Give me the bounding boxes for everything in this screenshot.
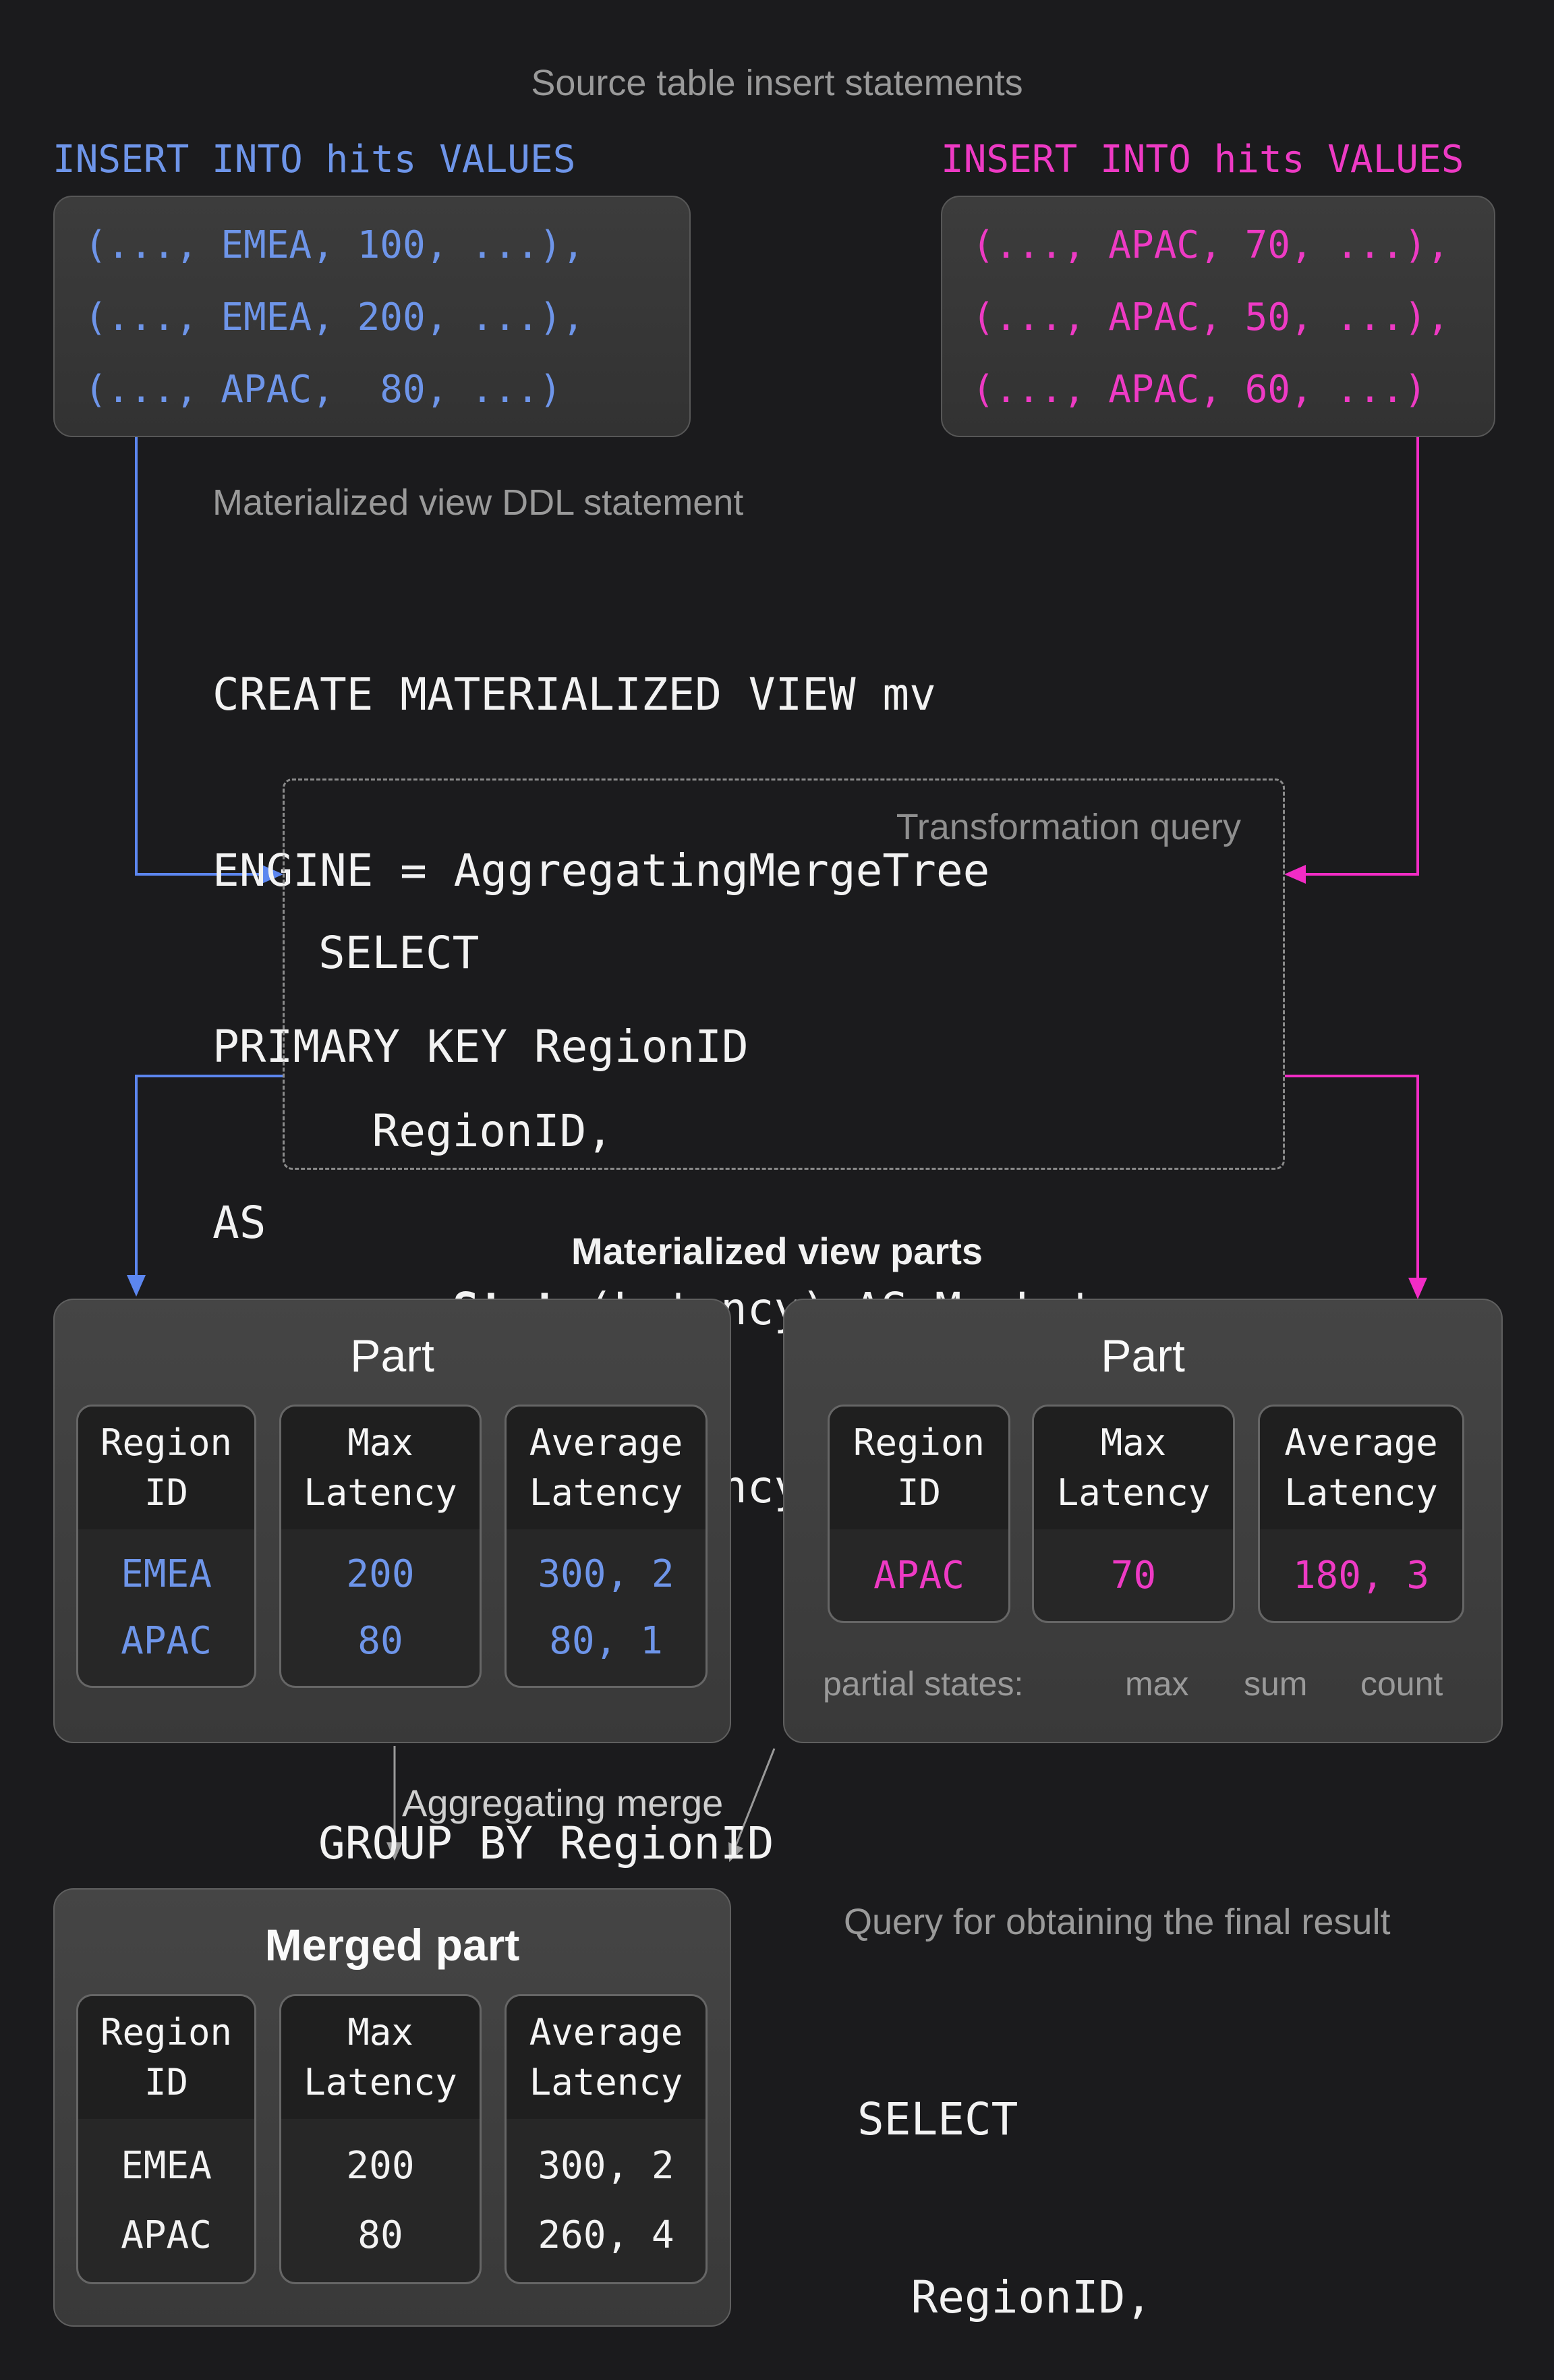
cell-value: 260, 4 <box>538 2213 674 2257</box>
insert-statement-right: INSERT INTO hits VALUES <box>941 138 1464 181</box>
insert-row: (..., APAC, 50, ...), <box>972 295 1450 339</box>
column-max-latency: Max Latency 70 <box>1032 1405 1235 1623</box>
column-average-latency: Average Latency 300, 2 260, 4 <box>505 1994 708 2284</box>
cell-value: 70 <box>1110 1553 1157 1597</box>
code-line: ENGINE = AggregatingMergeTree <box>212 845 990 897</box>
cell-value: 80 <box>357 2213 403 2257</box>
cell-value: 180, 3 <box>1292 1553 1430 1597</box>
insert-row: (..., APAC, 70, ...), <box>972 223 1450 267</box>
column-values: APAC <box>830 1529 1008 1621</box>
insert-row: (..., EMEA, 200, ...), <box>84 295 585 339</box>
column-header: Average Latency <box>1260 1407 1462 1529</box>
column-region-id: Region ID APAC <box>828 1405 1010 1623</box>
section-title-ddl: Materialized view DDL statement <box>212 482 744 523</box>
column-header: Region ID <box>78 1407 254 1529</box>
cell-value: APAC <box>121 1619 212 1663</box>
code-line: CREATE MATERIALIZED VIEW mv <box>212 669 936 720</box>
column-values: 180, 3 <box>1260 1529 1462 1621</box>
partial-state-count: count <box>1360 1665 1443 1703</box>
cell-value: APAC <box>873 1553 965 1597</box>
section-title-source-inserts: Source table insert statements <box>531 63 1023 103</box>
column-region-id: Region ID EMEA APAC <box>76 1405 256 1688</box>
column-header: Max Latency <box>281 1407 480 1529</box>
column-values: 300, 2 80, 1 <box>507 1529 706 1686</box>
cell-value: 300, 2 <box>538 1552 674 1596</box>
column-header: Average Latency <box>507 1996 706 2119</box>
cell-value: 80, 1 <box>549 1619 663 1663</box>
column-values: 300, 2 260, 4 <box>507 2119 706 2282</box>
column-values: 70 <box>1034 1529 1233 1621</box>
partial-states-label: partial states: <box>823 1665 1024 1703</box>
code-line: RegionID, <box>857 2271 1153 2323</box>
merged-part-box: Merged part Region ID EMEA APAC Max Late… <box>53 1888 731 2327</box>
column-values: EMEA APAC <box>78 1529 254 1686</box>
column-header: Region ID <box>830 1407 1008 1529</box>
column-region-id: Region ID EMEA APAC <box>76 1994 256 2284</box>
code-line: RegionID, <box>318 1105 614 1157</box>
code-line: AS <box>212 1197 266 1249</box>
final-query-label: Query for obtaining the final result <box>844 1902 1391 1942</box>
part-box-right: Part Region ID APAC Max Latency 70 Avera… <box>783 1299 1503 1743</box>
column-values: 200 80 <box>281 1529 480 1686</box>
column-header: Max Latency <box>1034 1407 1233 1529</box>
cell-value: 200 <box>346 1552 415 1596</box>
insert-values-box-right: (..., APAC, 70, ...), (..., APAC, 50, ..… <box>941 196 1495 437</box>
insert-statement-left: INSERT INTO hits VALUES <box>53 138 576 181</box>
column-header: Region ID <box>78 1996 254 2119</box>
cell-value: EMEA <box>121 2144 212 2188</box>
column-max-latency: Max Latency 200 80 <box>279 1405 482 1688</box>
part-title: Part <box>1101 1330 1185 1382</box>
transformation-query-box: Transformation query SELECT RegionID, ma… <box>283 778 1285 1869</box>
section-title-mv-parts: Materialized view parts <box>571 1230 983 1272</box>
aggregating-merge-label: Aggregating merge <box>402 1782 724 1824</box>
cell-value: 200 <box>346 2144 415 2188</box>
cell-value: 80 <box>357 1619 403 1663</box>
column-average-latency: Average Latency 180, 3 <box>1258 1405 1464 1623</box>
insert-row: (..., APAC, 80, ...) <box>84 368 563 412</box>
insert-row: (..., EMEA, 100, ...), <box>84 223 585 267</box>
column-values: 200 80 <box>281 2119 480 2282</box>
code-line: GROUP BY RegionID <box>318 1817 774 1869</box>
insert-row: (..., APAC, 60, ...) <box>972 368 1427 412</box>
column-average-latency: Average Latency 300, 2 80, 1 <box>505 1405 708 1688</box>
code-line: SELECT <box>318 927 480 979</box>
transformation-query-label: Transformation query <box>896 807 1241 847</box>
arrow-insert-right-to-query <box>1284 437 1419 884</box>
code-line: PRIMARY KEY RegionID <box>212 1021 749 1073</box>
column-header: Average Latency <box>507 1407 706 1529</box>
column-values: EMEA APAC <box>78 2119 254 2282</box>
cell-value: APAC <box>121 2213 212 2257</box>
merged-part-title: Merged part <box>264 1920 520 1970</box>
part-title: Part <box>350 1330 434 1382</box>
column-header: Max Latency <box>281 1996 480 2119</box>
partial-state-max: max <box>1125 1665 1189 1703</box>
code-line: SELECT <box>857 2093 1018 2145</box>
column-max-latency: Max Latency 200 80 <box>279 1994 482 2284</box>
cell-value: EMEA <box>121 1552 212 1596</box>
partial-state-sum: sum <box>1244 1665 1308 1703</box>
cell-value: 300, 2 <box>538 2144 674 2188</box>
insert-values-box-left: (..., EMEA, 100, ...), (..., EMEA, 200, … <box>53 196 691 437</box>
part-box-left: Part Region ID EMEA APAC Max Latency 200… <box>53 1299 731 1743</box>
ddl-code: CREATE MATERIALIZED VIEW mv ENGINE = Agg… <box>212 548 989 1369</box>
